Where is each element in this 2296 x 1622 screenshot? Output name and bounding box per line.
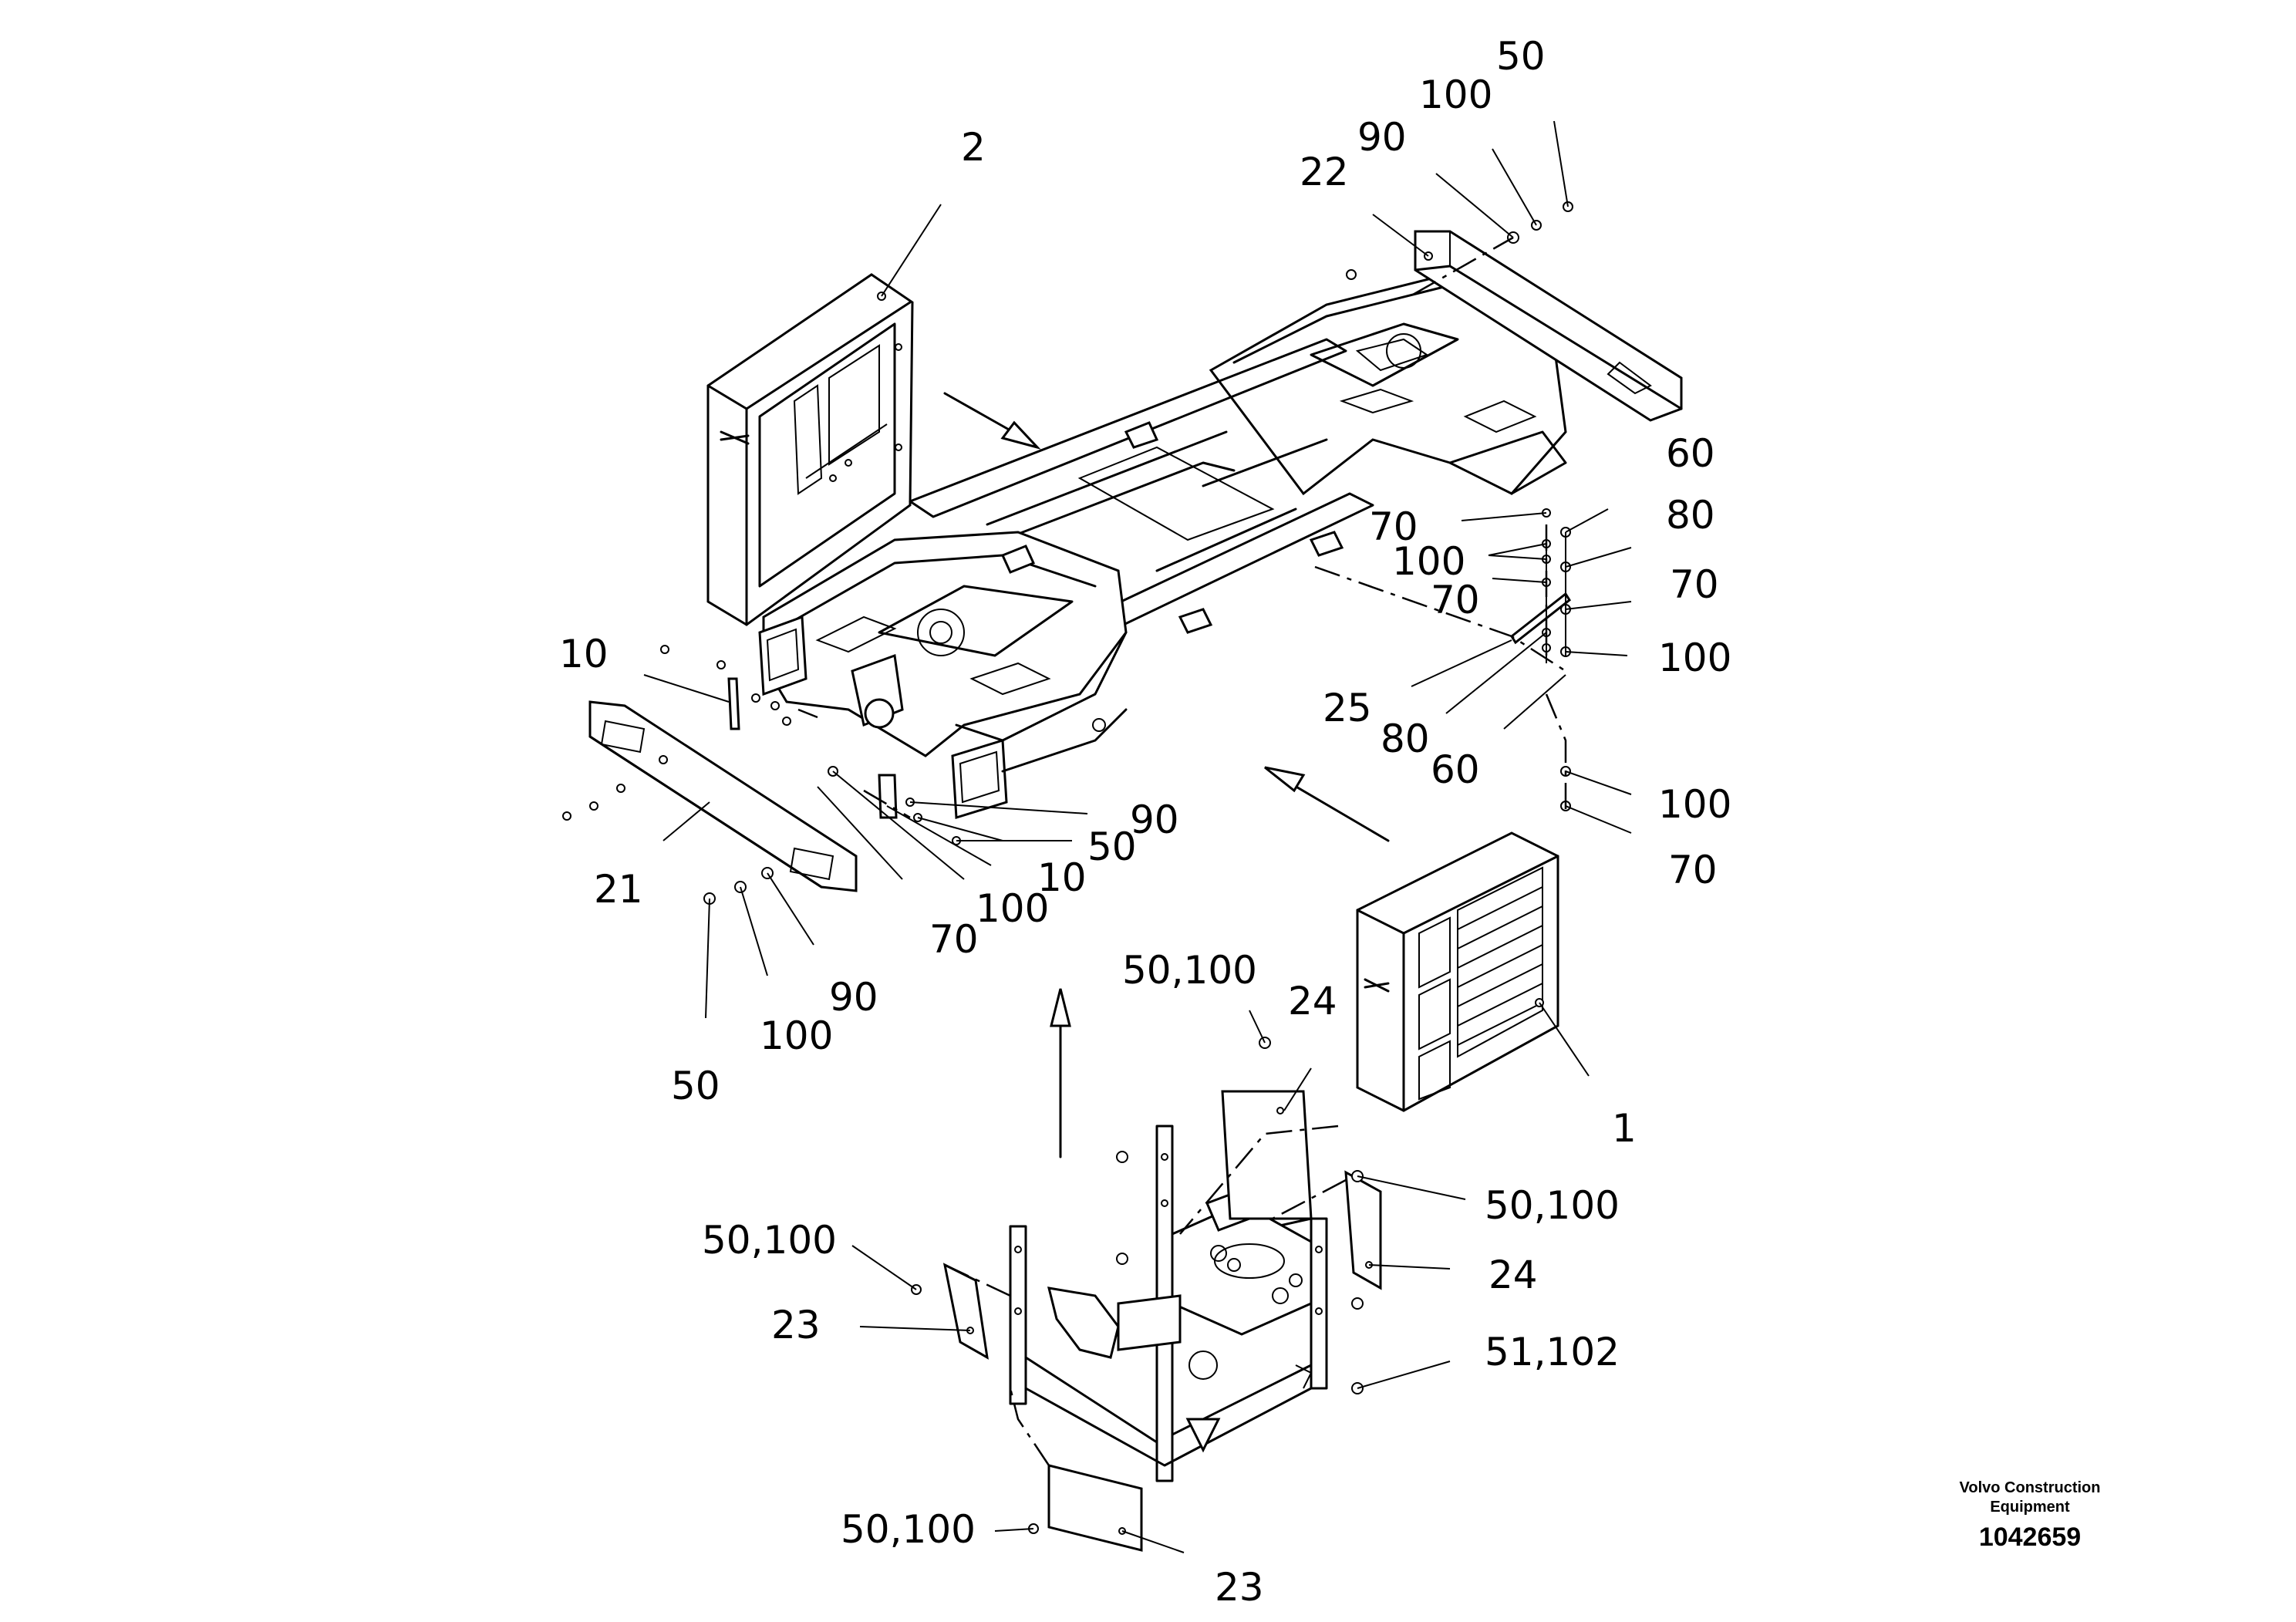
callout-51-102: 51,102 xyxy=(1485,1330,1620,1374)
main-frame xyxy=(758,268,1567,819)
callout-60-b: 60 xyxy=(1431,747,1480,792)
grille-box-item-1 xyxy=(1356,831,1559,1112)
arrow-box-to-frame xyxy=(943,392,1041,450)
arrow-cab-to-frame xyxy=(1050,988,1071,1158)
document-number: 1042659 xyxy=(1979,1523,2081,1552)
callout-70-b: 70 xyxy=(1668,848,1718,892)
callout-labels: 2 22 90 100 50 60 80 70 100 70 100 70 25… xyxy=(559,34,1731,1610)
callout-50-mid: 50 xyxy=(1087,824,1137,869)
callout-24-right: 24 xyxy=(1489,1253,1538,1297)
cab-base-frame xyxy=(1009,1125,1328,1482)
brand-line-2: Equipment xyxy=(1990,1499,2070,1516)
callout-100-mid: 100 xyxy=(976,886,1049,931)
footer-brand: Volvo Construction Equipment 1042659 xyxy=(1960,1479,2101,1552)
callout-50-100-left: 50,100 xyxy=(702,1218,837,1263)
callout-90-low: 90 xyxy=(829,975,878,1020)
callout-100-a: 100 xyxy=(1658,636,1731,680)
callout-100-r1: 100 xyxy=(1392,539,1465,584)
assembly-lines xyxy=(797,236,1567,1466)
plate-item-23-bottom xyxy=(1047,1464,1143,1552)
front-bumper-item-21 xyxy=(588,700,858,892)
callout-70-a: 70 xyxy=(1670,562,1719,607)
callout-60-a: 60 xyxy=(1666,431,1715,476)
callout-70-r1: 70 xyxy=(1369,504,1418,549)
rear-bumper-item-22 xyxy=(1414,230,1683,422)
callout-100-b: 100 xyxy=(1658,782,1731,827)
callout-21: 21 xyxy=(594,867,643,912)
callout-90-top: 90 xyxy=(1357,115,1407,160)
callout-50-100-top: 50,100 xyxy=(1122,948,1257,993)
callout-50-top: 50 xyxy=(1496,34,1546,79)
plate-item-24-right xyxy=(1344,1170,1382,1290)
brand-line-1: Volvo Construction xyxy=(1960,1479,2101,1496)
callout-50-100-right: 50,100 xyxy=(1485,1183,1620,1228)
callout-23-left: 23 xyxy=(771,1303,821,1347)
plate-item-24-top xyxy=(1221,1090,1313,1220)
assembly-arrows xyxy=(943,392,1390,1158)
callout-80-b: 80 xyxy=(1381,717,1430,761)
arrow-grille-to-frame xyxy=(1264,766,1390,842)
callout-2: 2 xyxy=(961,125,986,170)
callout-25: 25 xyxy=(1323,686,1372,730)
cover-plates xyxy=(942,1090,1382,1552)
callout-50-100-bottom: 50,100 xyxy=(841,1507,976,1552)
callout-10-left: 10 xyxy=(559,632,609,676)
callout-23-bottom: 23 xyxy=(1215,1565,1264,1610)
plate-item-23-left xyxy=(942,1263,989,1360)
callout-80-a: 80 xyxy=(1666,493,1715,538)
cover-box-item-2 xyxy=(706,273,914,626)
callout-100-low: 100 xyxy=(760,1013,833,1058)
callout-10-mid: 10 xyxy=(1037,855,1087,900)
leader-lines xyxy=(643,120,1632,1553)
callout-90-mid: 90 xyxy=(1130,798,1179,842)
callout-24-top: 24 xyxy=(1288,979,1337,1023)
callout-100-top: 100 xyxy=(1419,73,1492,117)
callout-50-low: 50 xyxy=(671,1064,720,1108)
callout-70-mid: 70 xyxy=(929,917,979,962)
callout-22: 22 xyxy=(1300,150,1349,194)
callout-70-r2: 70 xyxy=(1431,578,1480,622)
callout-1: 1 xyxy=(1612,1106,1637,1151)
